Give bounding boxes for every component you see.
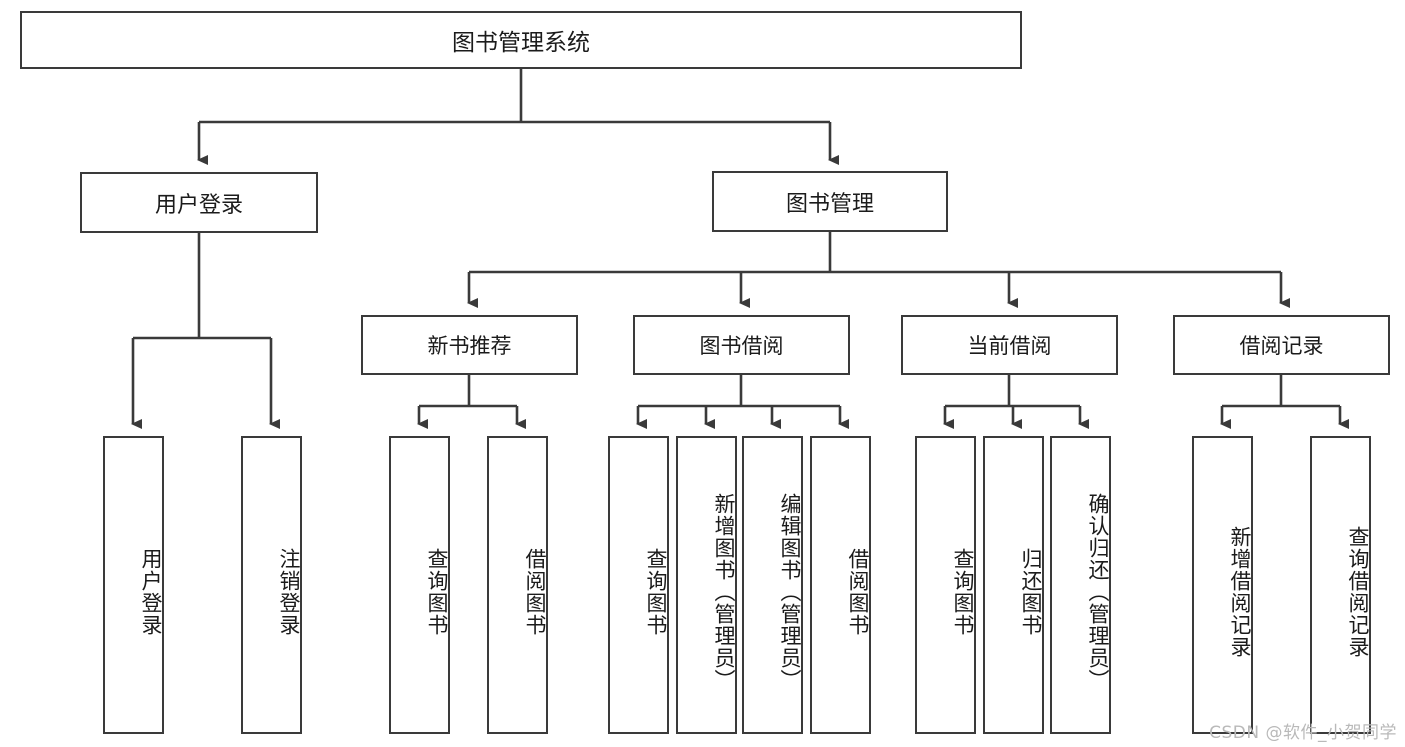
node-book-management[interactable]: 图书管理 bbox=[712, 171, 948, 232]
leaf-current-borrow-query-book[interactable]: 查询图书 bbox=[915, 436, 976, 734]
node-label: 借阅图书 bbox=[846, 548, 870, 636]
node-label: 查询借阅记录 bbox=[1346, 526, 1370, 658]
node-label: 借阅记录 bbox=[1239, 334, 1324, 358]
leaf-user-login-logout[interactable]: 注销登录 bbox=[241, 436, 302, 734]
node-label: 查询图书 bbox=[425, 548, 449, 636]
node-label: 注销登录 bbox=[277, 548, 301, 636]
node-new-book-recommend[interactable]: 新书推荐 bbox=[361, 315, 578, 375]
node-label: 当前借阅 bbox=[967, 334, 1052, 358]
node-label: 归还图书 bbox=[1019, 548, 1043, 636]
node-label: 用户登录 bbox=[154, 192, 243, 218]
leaf-new-book-borrow-book[interactable]: 借阅图书 bbox=[487, 436, 548, 734]
node-current-borrow[interactable]: 当前借阅 bbox=[901, 315, 1118, 375]
leaf-book-borrow-query-book[interactable]: 查询图书 bbox=[608, 436, 669, 734]
node-label: 确认归还（管理员） bbox=[1086, 493, 1110, 691]
leaf-user-login-login[interactable]: 用户登录 bbox=[103, 436, 164, 734]
node-label: 借阅图书 bbox=[523, 548, 547, 636]
leaf-current-borrow-return-book[interactable]: 归还图书 bbox=[983, 436, 1044, 734]
node-book-borrow[interactable]: 图书借阅 bbox=[633, 315, 850, 375]
leaf-book-borrow-add-book-admin[interactable]: 新增图书（管理员） bbox=[676, 436, 737, 734]
leaf-borrow-record-add-record[interactable]: 新增借阅记录 bbox=[1192, 436, 1253, 734]
csdn-watermark: CSDN @软件_小贺同学 bbox=[1209, 723, 1397, 743]
node-label: 用户登录 bbox=[139, 548, 163, 636]
node-label: 查询图书 bbox=[644, 548, 668, 636]
node-label: 查询图书 bbox=[951, 548, 975, 636]
node-label: 编辑图书（管理员） bbox=[778, 493, 802, 691]
node-borrow-record[interactable]: 借阅记录 bbox=[1173, 315, 1390, 375]
node-root-book-management-system[interactable]: 图书管理系统 bbox=[20, 11, 1022, 69]
node-label: 新增图书（管理员） bbox=[712, 493, 736, 691]
leaf-current-borrow-confirm-return-admin[interactable]: 确认归还（管理员） bbox=[1050, 436, 1111, 734]
leaf-book-borrow-borrow-book[interactable]: 借阅图书 bbox=[810, 436, 871, 734]
node-label: 图书管理系统 bbox=[452, 30, 590, 56]
node-user-login[interactable]: 用户登录 bbox=[80, 172, 318, 233]
leaf-borrow-record-query-record[interactable]: 查询借阅记录 bbox=[1310, 436, 1371, 734]
leaf-new-book-query-book[interactable]: 查询图书 bbox=[389, 436, 450, 734]
node-label: 新增借阅记录 bbox=[1228, 526, 1252, 658]
node-label: 新书推荐 bbox=[427, 334, 512, 358]
leaf-book-borrow-edit-book-admin[interactable]: 编辑图书（管理员） bbox=[742, 436, 803, 734]
node-label: 图书借阅 bbox=[699, 334, 784, 358]
node-label: 图书管理 bbox=[785, 191, 874, 217]
